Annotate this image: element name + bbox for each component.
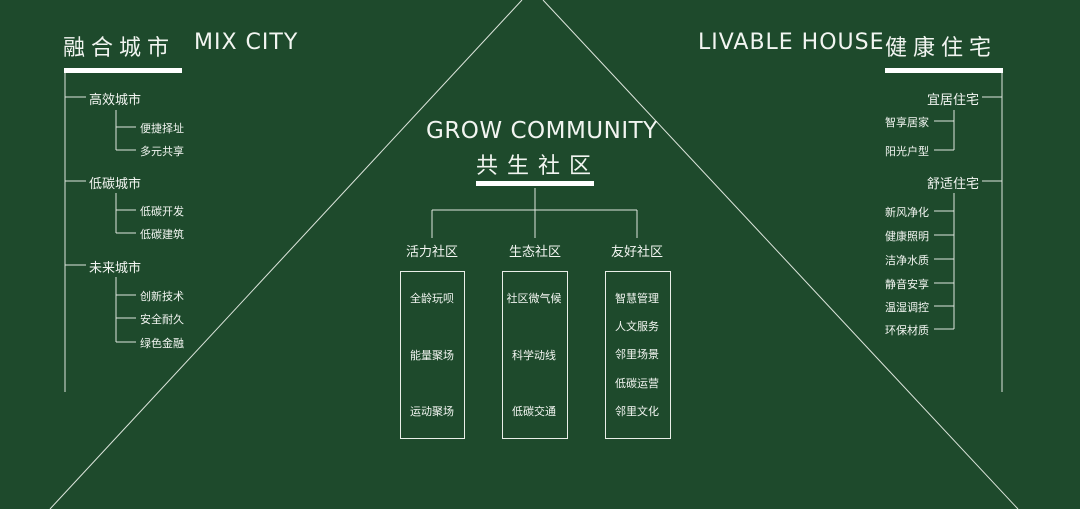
column-label: 友好社区 xyxy=(610,245,663,260)
right-title-underline xyxy=(885,68,1003,73)
column-label: 生态社区 xyxy=(508,245,561,260)
box-item: 运动聚场 xyxy=(410,405,454,418)
right-item: 新风净化 xyxy=(885,206,929,219)
left-title-en: MIX CITY xyxy=(194,30,299,55)
left-item: 便捷择址 xyxy=(140,122,184,135)
left-title-cn: 融合城市 xyxy=(63,36,176,61)
left-item: 低碳建筑 xyxy=(140,228,184,241)
column-box-friendly xyxy=(605,271,671,439)
right-item: 温湿调控 xyxy=(885,301,929,314)
box-item: 邻里场景 xyxy=(615,348,659,361)
box-item: 邻里文化 xyxy=(615,405,659,418)
left-title-underline xyxy=(64,68,182,73)
box-item: 人文服务 xyxy=(615,320,659,333)
right-item: 静音安享 xyxy=(885,278,929,291)
box-item: 科学动线 xyxy=(512,349,556,362)
column-box-ecology xyxy=(502,271,568,439)
right-item: 阳光户型 xyxy=(885,145,929,158)
right-item: 智享居家 xyxy=(885,116,929,129)
left-item: 多元共享 xyxy=(140,145,184,158)
right-item: 环保材质 xyxy=(885,324,929,337)
right-item: 洁净水质 xyxy=(885,254,929,267)
box-item: 智慧管理 xyxy=(615,292,659,305)
right-title-en: LIVABLE HOUSE xyxy=(698,30,885,55)
left-group-label: 低碳城市 xyxy=(89,177,142,192)
triangle-left-edge xyxy=(49,0,523,509)
column-label: 活力社区 xyxy=(405,245,458,260)
left-item: 创新技术 xyxy=(140,290,184,303)
left-group-label: 高效城市 xyxy=(89,93,142,108)
left-group-label: 未来城市 xyxy=(89,261,142,276)
right-group-label: 舒适住宅 xyxy=(927,177,980,192)
center-title-cn: 共生社区 xyxy=(476,154,601,179)
box-item: 低碳交通 xyxy=(512,405,556,418)
box-item: 能量聚场 xyxy=(410,349,454,362)
center-title-underline xyxy=(476,181,594,186)
left-item: 安全耐久 xyxy=(140,313,184,326)
left-item: 低碳开发 xyxy=(140,205,184,218)
right-item: 健康照明 xyxy=(885,230,929,243)
box-item: 低碳运营 xyxy=(615,377,659,390)
right-group-label: 宜居住宅 xyxy=(927,93,980,108)
right-title-cn: 健康住宅 xyxy=(885,36,998,61)
left-item: 绿色金融 xyxy=(140,337,184,350)
column-box-vitality xyxy=(400,271,465,439)
triangle-right-edge xyxy=(542,0,1019,509)
center-title-en: GROW COMMUNITY xyxy=(426,118,658,144)
box-item: 全龄玩呗 xyxy=(410,292,454,305)
box-item: 社区微气候 xyxy=(506,292,562,305)
